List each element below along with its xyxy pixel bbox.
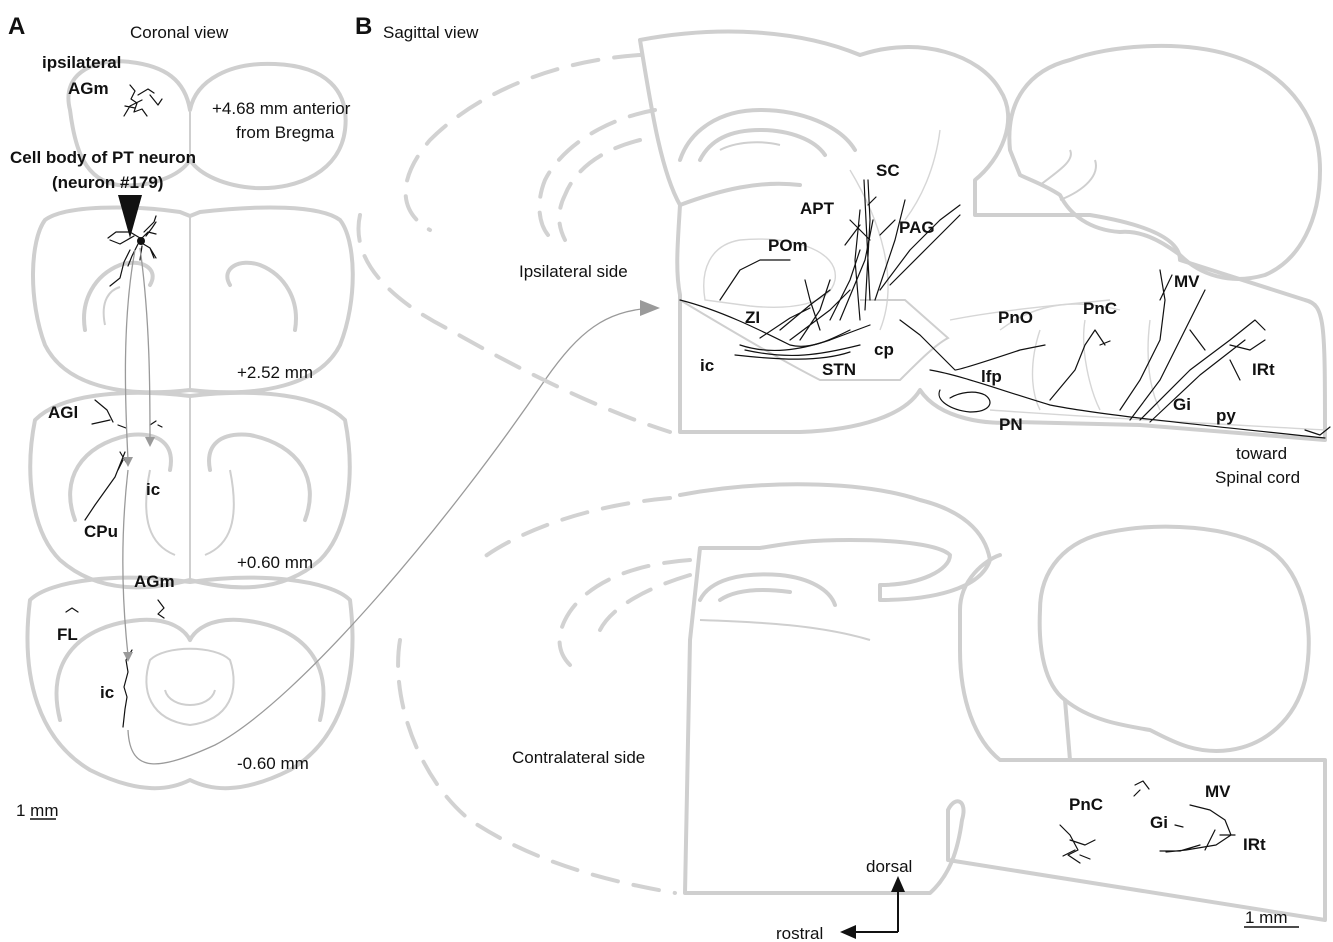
label-level-2: +2.52 mm — [237, 363, 313, 382]
contra-axons — [1059, 780, 1236, 864]
label-pnc: PnC — [1083, 299, 1117, 318]
sagittal-view-title: Sagittal view — [383, 23, 479, 42]
contralateral-side-label: Contralateral side — [512, 748, 645, 767]
label-lfp: lfp — [981, 367, 1002, 386]
scale-bar-b-label: 1 mm — [1245, 908, 1288, 927]
coronal-projection-paths — [122, 247, 155, 662]
coronal-axons — [65, 84, 165, 728]
coronal-section-1 — [66, 59, 348, 191]
orientation-compass — [840, 876, 905, 939]
cell-body — [137, 237, 145, 245]
label-cp: cp — [874, 340, 894, 359]
label-cell-body-2: (neuron #179) — [52, 173, 163, 192]
label-sc: SC — [876, 161, 900, 180]
label-spinal-cord: Spinal cord — [1215, 468, 1300, 487]
label-zi: ZI — [745, 308, 760, 327]
panel-a-letter: A — [8, 13, 25, 40]
label-level-3: +0.60 mm — [237, 553, 313, 572]
label-cell-body-1: Cell body of PT neuron — [10, 148, 196, 167]
label-agl: AGl — [48, 403, 78, 422]
label-pom: POm — [768, 236, 808, 255]
ipsilateral-side-label: Ipsilateral side — [519, 262, 628, 281]
coronal-view-title: Coronal view — [130, 23, 229, 42]
label-mv: MV — [1174, 272, 1200, 291]
label-agm-low: AGm — [134, 572, 175, 591]
label-irt-contra: IRt — [1243, 835, 1266, 854]
label-apt: APT — [800, 199, 835, 218]
coronal-section-2 — [31, 205, 355, 395]
label-stn: STN — [822, 360, 856, 379]
label-fl: FL — [57, 625, 78, 644]
label-pn: PN — [999, 415, 1023, 434]
label-ipsilateral: ipsilateral — [42, 53, 121, 72]
label-anterior-2: from Bregma — [236, 123, 335, 142]
label-pno: PnO — [998, 308, 1033, 327]
panel-b-letter: B — [355, 13, 372, 40]
scale-bar-a-label: 1 mm — [16, 801, 59, 820]
label-pnc-contra: PnC — [1069, 795, 1103, 814]
contra-forebrain-outline — [678, 482, 1327, 922]
label-level-4: -0.60 mm — [237, 754, 309, 773]
label-rostral: rostral — [776, 924, 823, 942]
ipsi-forebrain-outline — [638, 29, 1327, 442]
ipsi-axons — [679, 179, 1331, 439]
label-agm-top: AGm — [68, 79, 109, 98]
label-ic-sagittal: ic — [700, 356, 714, 375]
label-toward: toward — [1236, 444, 1287, 463]
label-gi: Gi — [1173, 395, 1191, 414]
sagittal-contralateral — [396, 482, 1327, 922]
coronal-section-4 — [25, 575, 355, 791]
coronal-sections — [25, 59, 355, 791]
label-anterior-1: +4.68 mm anterior — [212, 99, 351, 118]
label-py: py — [1216, 406, 1236, 425]
label-ic-2: ic — [100, 683, 114, 702]
label-cpu: CPu — [84, 522, 118, 541]
projection-arrow — [127, 307, 651, 765]
label-pag: PAG — [899, 218, 935, 237]
label-irt: IRt — [1252, 360, 1275, 379]
label-gi-contra: Gi — [1150, 813, 1168, 832]
label-mv-contra: MV — [1205, 782, 1231, 801]
contra-cerebellum — [1037, 524, 1311, 753]
sagittal-ipsilateral — [356, 29, 1327, 442]
label-ic-1: ic — [146, 480, 160, 499]
label-dorsal: dorsal — [866, 857, 912, 876]
ipsi-cerebellum — [1007, 43, 1322, 281]
cell-body-marker — [118, 195, 142, 238]
